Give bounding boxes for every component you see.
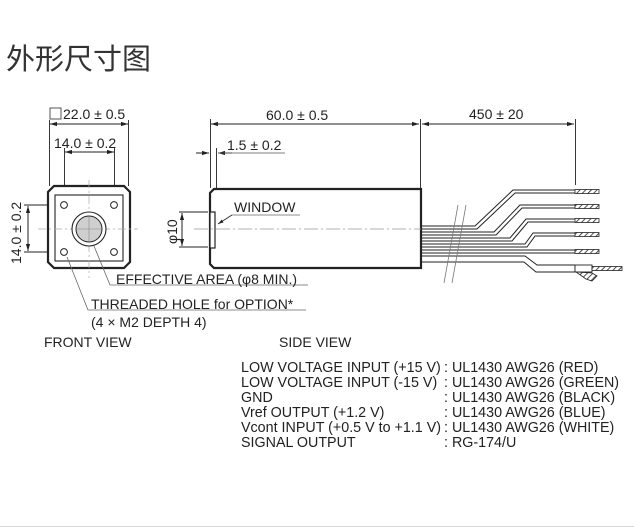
wire-ends	[574, 189, 623, 282]
square-symbol-icon	[49, 107, 62, 120]
stripped-conductor	[574, 204, 600, 209]
stripped-conductor	[574, 232, 600, 237]
callout-threaded-hole: THREADED HOLE for OPTION*	[91, 296, 294, 312]
spec-row: GND : UL1430 AWG26 (BLACK)	[241, 389, 619, 406]
side-body-outline	[208, 187, 423, 270]
spec-label: Vref OUTPUT (+1.2 V)	[241, 404, 385, 421]
threaded-hole	[110, 201, 118, 209]
threaded-hole	[60, 248, 68, 256]
dim-window-offset: 1.5 ± 0.2	[196, 137, 285, 188]
stripped-conductor	[574, 218, 600, 223]
spec-row: LOW VOLTAGE INPUT (-15 V) : UL1430 AWG26…	[241, 376, 619, 391]
threaded-hole	[60, 201, 68, 209]
spec-row: LOW VOLTAGE INPUT (+15 V) : UL1430 AWG26…	[241, 361, 619, 376]
spec-value: : UL1430 AWG26 (BLACK)	[444, 389, 616, 406]
spec-label: LOW VOLTAGE INPUT (+15 V)	[241, 360, 441, 376]
spec-row: Vcont INPUT (+0.5 V to +1.1 V) : UL1430 …	[241, 419, 619, 436]
front-view: 22.0 ± 0.5 14.0 ± 0.2 14.0 ± 0.2	[8, 106, 308, 350]
callout-effective-area: EFFECTIVE AREA (φ8 MIN.)	[116, 271, 297, 287]
coax-cable	[421, 255, 575, 266]
stripped-conductor	[574, 189, 600, 194]
dim-body-length-label: 60.0 ± 0.5	[266, 107, 328, 123]
callout-threaded-hole-detail: (4 × M2 DEPTH 4)	[91, 314, 207, 330]
side-window	[209, 211, 216, 249]
coax-insulator	[574, 264, 593, 273]
wire	[421, 218, 575, 239]
dim-outer-width-label: 22.0 ± 0.5	[63, 106, 125, 122]
stripped-conductor	[574, 249, 600, 254]
dim-body-length: 60.0 ± 0.5	[210, 107, 421, 188]
front-view-caption: FRONT VIEW	[44, 334, 132, 350]
dim-hole-pitch-vertical-label: 14.0 ± 0.2	[8, 202, 24, 264]
dim-outer-width: 22.0 ± 0.5	[49, 106, 129, 186]
dim-window-offset-label: 1.5 ± 0.2	[227, 137, 282, 153]
coax-center-conductor	[591, 266, 623, 271]
leader-window	[217, 214, 233, 225]
spec-value: : UL1430 AWG26 (GREEN)	[444, 374, 620, 391]
leader-effective-area	[93, 245, 308, 286]
dim-cable-length: 450 ± 20	[422, 106, 576, 185]
dim-window-diameter: φ10	[164, 211, 208, 248]
spec-row: SIGNAL OUTPUT : RG-174/U	[241, 434, 619, 451]
spec-label: SIGNAL OUTPUT	[241, 434, 356, 451]
bottom-divider	[0, 526, 634, 527]
dim-hole-pitch-horizontal-label: 14.0 ± 0.2	[54, 135, 116, 151]
wire-spec-table: LOW VOLTAGE INPUT (+15 V) : UL1430 AWG26…	[241, 361, 619, 450]
page-title: 外形尺寸图	[6, 42, 152, 76]
side-view: 60.0 ± 0.5 450 ± 20 1.5 ± 0.2	[164, 106, 623, 350]
callout-window: WINDOW	[234, 199, 296, 215]
wire	[421, 189, 575, 227]
coax-shield-braid	[574, 271, 598, 282]
spec-value: : UL1430 AWG26 (BLUE)	[444, 404, 606, 421]
spec-label: GND	[241, 389, 273, 406]
threaded-hole	[110, 248, 118, 256]
break-mark	[451, 204, 467, 284]
spec-value: : UL1430 AWG26 (RED)	[444, 360, 599, 376]
spec-value: : RG-174/U	[444, 434, 517, 451]
side-view-caption: SIDE VIEW	[279, 334, 352, 350]
spec-row: Vref OUTPUT (+1.2 V) : UL1430 AWG26 (BLU…	[241, 404, 619, 421]
dim-cable-length-label: 450 ± 20	[469, 106, 524, 122]
wire	[421, 232, 575, 245]
spec-value: : UL1430 AWG26 (WHITE)	[444, 419, 615, 436]
dim-window-diameter-label: φ10	[164, 219, 180, 244]
spec-label: Vcont INPUT (+0.5 V to +1.1 V)	[241, 419, 441, 436]
leader-threaded-hole	[66, 256, 306, 311]
cable-bundle	[421, 189, 575, 273]
spec-label: LOW VOLTAGE INPUT (-15 V)	[241, 374, 438, 391]
break-mark	[443, 204, 459, 284]
wire	[421, 204, 575, 233]
dim-hole-pitch-vertical: 14.0 ± 0.2	[8, 202, 60, 264]
